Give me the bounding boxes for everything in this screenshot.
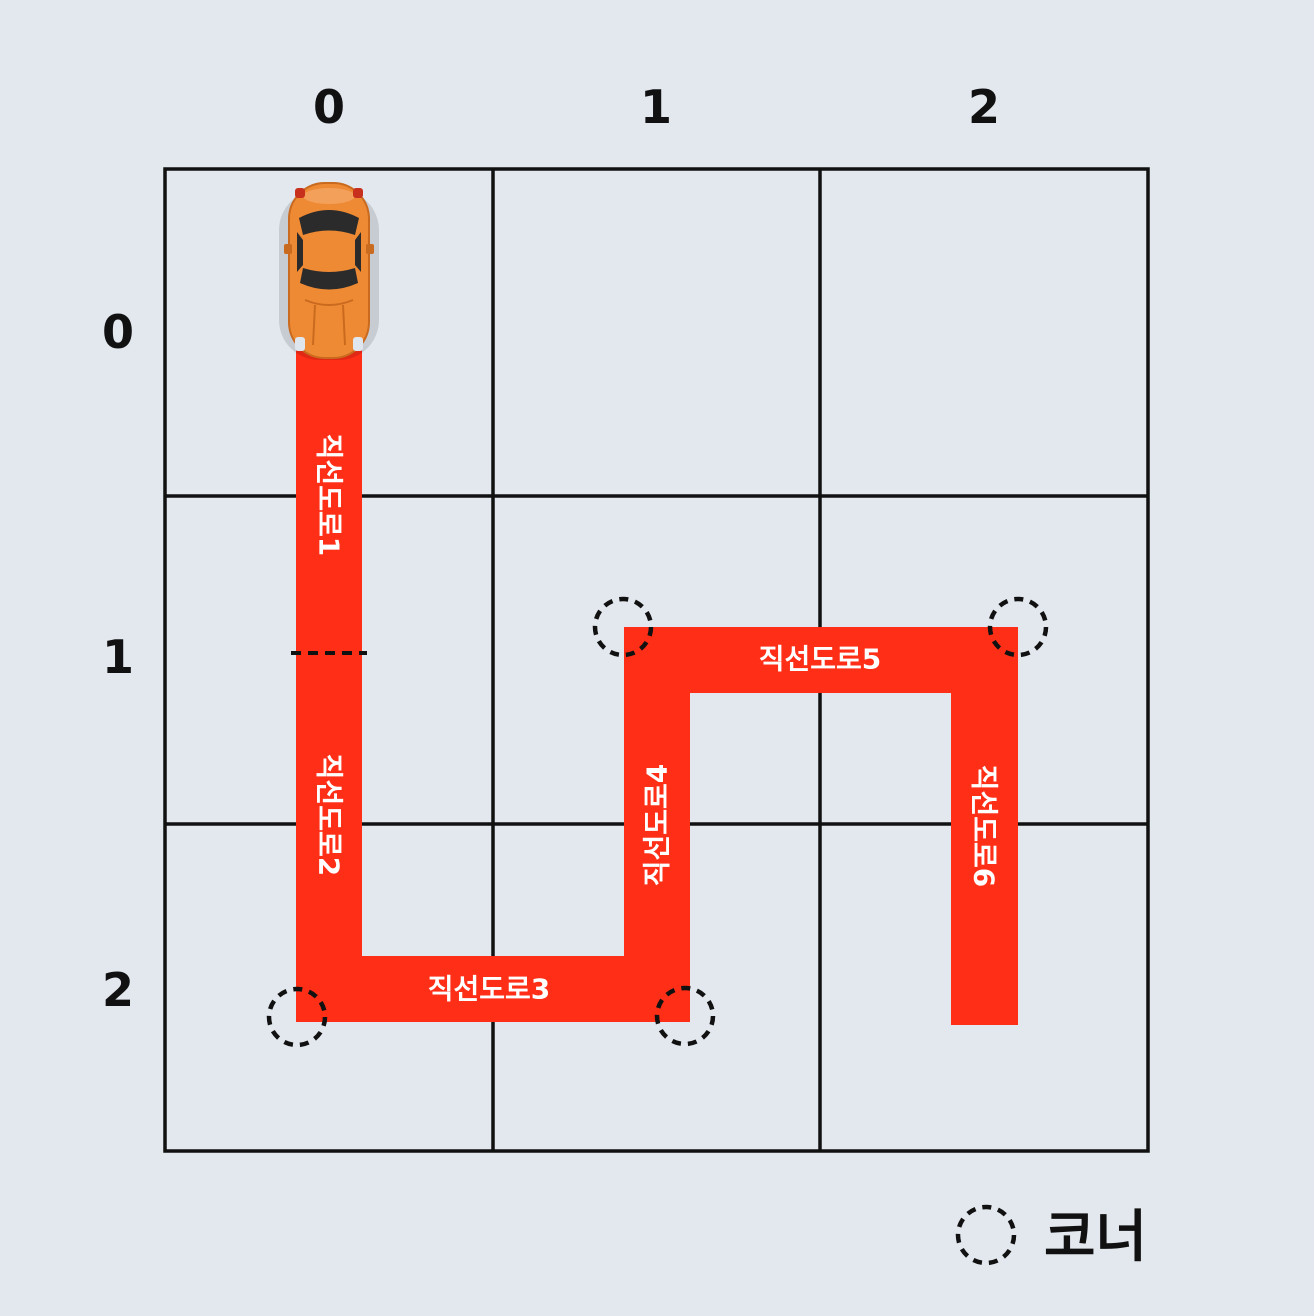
dashed-circle-icon bbox=[955, 1204, 1017, 1266]
road-label-6: 직선도로6 bbox=[968, 765, 1001, 888]
corner-marker-road3-road4 bbox=[654, 985, 716, 1047]
road-segment-1 bbox=[296, 340, 362, 654]
car-icon bbox=[279, 182, 379, 360]
column-label-1: 1 bbox=[640, 80, 672, 134]
road-segment-6 bbox=[951, 627, 1018, 1025]
road-label-2: 직선도로2 bbox=[313, 754, 346, 877]
road-label-5: 직선도로5 bbox=[759, 643, 882, 676]
road-label-4: 직선도로4 bbox=[641, 764, 674, 887]
legend: 코너 bbox=[955, 1204, 1147, 1270]
corner-marker-road4-road5 bbox=[592, 596, 654, 658]
road-label-3: 직선도로3 bbox=[428, 973, 551, 1006]
column-label-0: 0 bbox=[313, 80, 345, 134]
road-label-1: 직선도로1 bbox=[313, 434, 346, 557]
road-path bbox=[296, 340, 1018, 1025]
row-label-1: 1 bbox=[102, 630, 134, 684]
row-label-2: 2 bbox=[102, 963, 134, 1017]
column-label-2: 2 bbox=[968, 80, 1000, 134]
corner-marker-road5-road6 bbox=[987, 596, 1049, 658]
corner-marker-road2-road3 bbox=[266, 986, 328, 1048]
corner-markers bbox=[266, 596, 1049, 1048]
legend-corner-label: 코너 bbox=[1044, 1205, 1147, 1270]
row-label-0: 0 bbox=[102, 305, 134, 359]
grid-outline bbox=[163, 167, 1150, 1153]
